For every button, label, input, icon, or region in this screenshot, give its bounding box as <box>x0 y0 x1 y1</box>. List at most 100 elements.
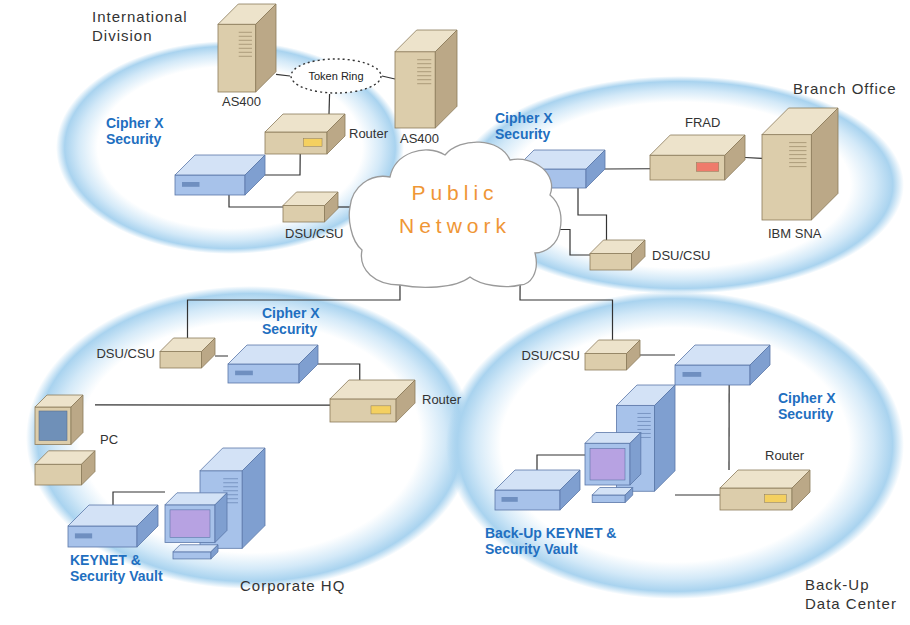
graphic-part <box>165 505 215 543</box>
graphic-part <box>435 30 457 128</box>
graphic-part <box>585 354 627 371</box>
frad-icon <box>650 135 745 180</box>
device-label: AS400 <box>400 131 439 147</box>
cipher-icon <box>68 505 158 547</box>
graphic-part <box>792 470 810 510</box>
graphic-part <box>417 71 431 72</box>
server-illustration <box>585 385 675 510</box>
pc-icon <box>35 395 95 485</box>
graphic-part <box>35 451 95 485</box>
graphic-part <box>683 372 702 377</box>
device: Router <box>720 470 810 510</box>
graphic-part <box>223 478 238 479</box>
network-cloud: Public Network <box>350 135 560 285</box>
device: PC <box>35 395 95 485</box>
graphic-part <box>495 490 560 510</box>
graphic-part <box>235 371 253 376</box>
graphic-part <box>239 48 252 49</box>
graphic-part <box>417 79 431 80</box>
graphic-part <box>39 411 67 441</box>
network-link <box>382 76 395 79</box>
graphic-part <box>637 421 650 422</box>
region-title: Back-Up Data Center <box>805 576 905 614</box>
graphic-part <box>725 135 745 180</box>
ring-label: Token Ring <box>308 70 363 82</box>
graphic-part <box>637 417 650 418</box>
device-label: AS400 <box>222 94 261 110</box>
graphic-part <box>202 338 216 368</box>
graphic-part <box>446 291 904 599</box>
router-icon <box>330 380 415 422</box>
graphic-part <box>137 505 158 547</box>
network-link <box>640 354 675 355</box>
graphic-part <box>789 158 806 159</box>
graphic-part <box>26 286 474 589</box>
cloud-shape <box>350 135 560 285</box>
network-link <box>215 355 228 356</box>
graphic-part <box>175 175 245 195</box>
graphic-part <box>218 24 256 92</box>
graphic-part <box>675 365 750 385</box>
graphic-part <box>590 448 625 480</box>
token-ring: Token Ring <box>290 58 382 94</box>
graphic-part <box>396 380 415 422</box>
device-label: DSU/CSU <box>521 348 580 364</box>
graphic-part <box>283 206 325 223</box>
graphic-part <box>627 340 641 370</box>
graphic-part <box>265 132 327 154</box>
dsu-icon <box>590 240 645 270</box>
tower-icon <box>218 4 276 92</box>
graphic-part <box>211 545 218 559</box>
graphic-part <box>173 545 218 552</box>
label-holder: Token Ring <box>290 58 382 94</box>
region-title: Corporate HQ <box>240 577 380 596</box>
graphic-part <box>349 142 561 287</box>
label-holder: Public Network <box>350 135 560 285</box>
graphic-part <box>82 451 96 485</box>
security-label: KEYNET & Security Vault <box>70 552 190 584</box>
device-label: DSU/CSU <box>96 346 155 362</box>
region-title: International Division <box>92 8 192 46</box>
graphic-part <box>789 154 806 155</box>
device-label: Router <box>765 448 804 464</box>
graphic-part <box>223 486 238 487</box>
graphic-part <box>239 32 252 33</box>
device-label: Router <box>349 126 388 142</box>
device: AS400 <box>218 4 276 92</box>
graphic-part <box>170 510 210 538</box>
graphic-part <box>417 59 431 60</box>
graphic-part <box>228 364 299 383</box>
device-label: FRAD <box>685 115 720 131</box>
security-label: Back-Up KEYNET & Security Vault <box>485 525 620 557</box>
graphic-part <box>789 166 806 167</box>
device: Cipher X Security <box>228 345 318 383</box>
graphic-part <box>586 150 605 188</box>
graphic-part <box>585 433 641 486</box>
graphic-part <box>239 36 252 37</box>
cipher-icon <box>495 470 580 510</box>
graphic-part <box>590 254 632 271</box>
site-region: Corporate HQDSU/CSUCipher X SecurityRout… <box>25 285 475 590</box>
device: KEYNET & Security Vault <box>68 505 158 547</box>
graphic-part <box>239 56 252 57</box>
graphic-part <box>35 407 71 445</box>
security-label: Cipher X Security <box>495 110 570 142</box>
dsu-icon <box>160 338 215 368</box>
graphic-part <box>417 83 431 84</box>
graphic-part <box>417 63 431 64</box>
graphic-part <box>585 443 630 485</box>
graphic-part <box>160 352 202 369</box>
graphic-part <box>349 142 561 287</box>
graphic-part <box>720 488 792 510</box>
graphic-part <box>625 488 633 503</box>
network-link <box>605 168 650 169</box>
graphic-part <box>165 493 227 543</box>
device: DSU/CSU <box>283 192 338 222</box>
graphic-part <box>242 448 265 548</box>
dsu-icon <box>585 340 640 370</box>
graphic-part <box>655 385 675 491</box>
graphic-part <box>223 482 238 483</box>
server-illustration <box>165 448 265 566</box>
graphic-part <box>371 406 391 414</box>
